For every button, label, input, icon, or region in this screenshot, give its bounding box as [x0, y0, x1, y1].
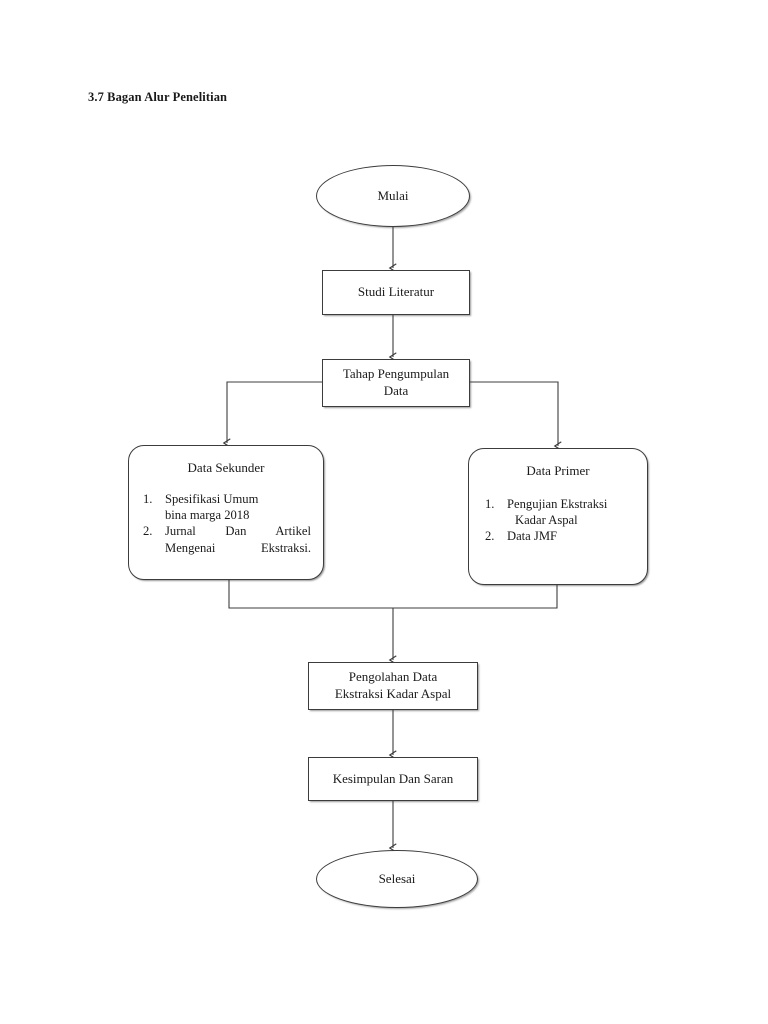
list-item-text: Data JMF	[507, 528, 637, 544]
list-item-line1: Pengujian Ekstraksi	[507, 496, 608, 511]
flow-node-pengolahan-data-line2: Ekstraksi Kadar Aspal	[334, 686, 452, 701]
list-item: 2. Data JMF	[485, 528, 637, 544]
list-item-line2: Kadar Aspal	[515, 512, 578, 527]
list-item-number: 2.	[485, 529, 495, 544]
flow-node-kesimpulan-dan-saran: Kesimpulan Dan Saran	[308, 757, 478, 801]
flow-node-data-primer: Data Primer 1. Pengujian Ekstraksi Kadar…	[468, 448, 648, 585]
list-item: 1. Spesifikasi Umum bina marga 2018	[143, 491, 311, 524]
flow-node-start-label: Mulai	[377, 187, 409, 203]
list-item-line2: bina marga 2018	[165, 507, 250, 522]
flow-node-end-label: Selesai	[378, 870, 416, 886]
flow-node-data-sekunder-title: Data Sekunder	[187, 460, 265, 475]
page-title: 3.7 Bagan Alur Penelitian	[88, 90, 228, 104]
flow-node-kesimpulan-dan-saran-label: Kesimpulan Dan Saran	[332, 770, 454, 786]
list-item-line2: Mengenai Ekstraksi.	[165, 540, 311, 555]
flow-node-tahap-pengumpulan-data: Tahap Pengumpulan Data	[322, 359, 470, 407]
data-sekunder-list: 1. Spesifikasi Umum bina marga 2018 2. J…	[129, 477, 323, 556]
flow-node-end: Selesai	[316, 850, 478, 908]
flow-node-studi-literatur-label: Studi Literatur	[357, 284, 435, 300]
flow-node-start: Mulai	[316, 165, 470, 227]
list-item-line1: Data JMF	[507, 529, 558, 544]
list-item-number: 1.	[485, 496, 495, 511]
flow-node-tahap-pengumpulan-data-line2: Data	[383, 383, 409, 398]
list-item: 1. Pengujian Ekstraksi Kadar Aspal	[485, 496, 637, 529]
list-item-line1: Jurnal Dan Artikel	[165, 524, 311, 539]
flow-node-pengolahan-data: Pengolahan Data Ekstraksi Kadar Aspal	[308, 662, 478, 710]
flow-node-data-primer-title: Data Primer	[526, 463, 590, 478]
flow-node-data-sekunder: Data Sekunder 1. Spesifikasi Umum bina m…	[128, 445, 324, 580]
list-item-text: Pengujian Ekstraksi Kadar Aspal	[507, 496, 637, 529]
flow-node-studi-literatur: Studi Literatur	[322, 270, 470, 315]
data-primer-list: 1. Pengujian Ekstraksi Kadar Aspal 2. Da…	[469, 480, 647, 545]
list-item-text: Jurnal Dan Artikel Mengenai Ekstraksi.	[165, 523, 311, 556]
list-item-number: 1.	[143, 491, 153, 506]
list-item-text: Spesifikasi Umum bina marga 2018	[165, 491, 311, 524]
list-item-number: 2.	[143, 524, 153, 539]
list-item: 2. Jurnal Dan Artikel Mengenai Ekstraksi…	[143, 523, 311, 556]
list-item-line1: Spesifikasi Umum	[165, 491, 259, 506]
flow-node-tahap-pengumpulan-data-line1: Tahap Pengumpulan	[342, 366, 450, 382]
flow-node-pengolahan-data-line1: Pengolahan Data	[348, 669, 438, 685]
